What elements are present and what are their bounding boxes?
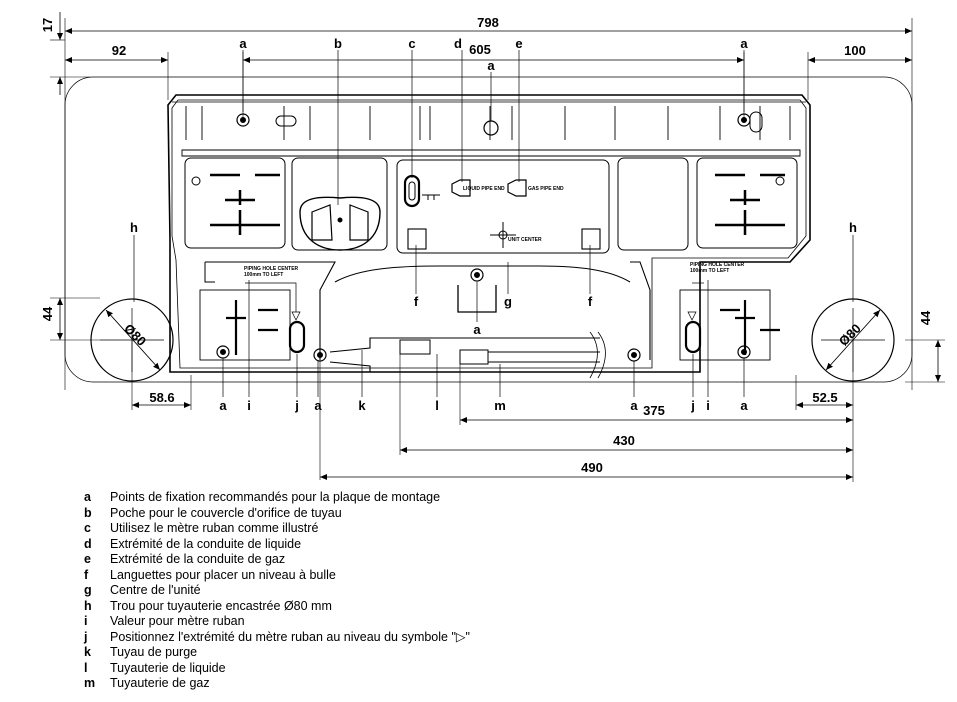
piping-hole-center-left-text: PIPING HOLE CENTER bbox=[244, 266, 299, 272]
hole-diameter-left: Ø80 bbox=[121, 321, 149, 349]
callout-m: m bbox=[494, 398, 506, 413]
callout-a-top-right: a bbox=[740, 36, 748, 51]
legend-item: l Tuyauterie de liquide bbox=[84, 661, 784, 677]
legend-item: k Tuyau de purge bbox=[84, 645, 784, 661]
legend-item: d Extrémité de la conduite de liquide bbox=[84, 537, 784, 553]
legend-key: d bbox=[84, 536, 92, 551]
legend: a Points de fixation recommandés pour la … bbox=[84, 490, 784, 692]
pipes bbox=[329, 331, 606, 379]
mounting-plate-diagram: LIQUID PIPE END GAS PIPE END UNIT CENTER… bbox=[40, 12, 945, 482]
callout-j-left: j bbox=[294, 398, 299, 413]
dim-top-offset: 17 bbox=[40, 18, 55, 32]
legend-text: Points de fixation recommandés pour la p… bbox=[110, 490, 441, 504]
legend-text: Trou pour tuyauterie encastrée Ø80 mm bbox=[110, 598, 332, 613]
callout-b: b bbox=[334, 36, 342, 51]
legend-text: Poche pour le couvercle d'orifice de tuy… bbox=[110, 505, 342, 520]
legend-key: l bbox=[84, 660, 88, 675]
callout-a-bottom-3: a bbox=[630, 398, 638, 413]
callout-h-left: h bbox=[130, 220, 138, 235]
legend-text: Tuyau de purge bbox=[110, 645, 198, 659]
callout-e: e bbox=[515, 36, 522, 51]
dim-hole-vertical-right: 44 bbox=[918, 310, 933, 325]
leader-lines bbox=[133, 50, 854, 397]
dim-center-span: 605 bbox=[469, 42, 491, 57]
callout-a-top-left: a bbox=[239, 36, 247, 51]
callout-i-left: i bbox=[247, 398, 251, 413]
legend-text: Languettes pour placer un niveau à bulle bbox=[110, 567, 336, 582]
legend-key: g bbox=[84, 583, 92, 597]
gas-pipe-end-text: GAS PIPE END bbox=[528, 186, 564, 192]
legend-text: Extrémité de la conduite de liquide bbox=[110, 536, 302, 551]
to-right-text: 100mm TO LEFT bbox=[690, 268, 729, 274]
legend-text: Centre de l'unité bbox=[110, 583, 201, 597]
callout-k: k bbox=[358, 398, 366, 413]
legend-item: m Tuyauterie de gaz bbox=[84, 676, 784, 692]
callout-a-bottom-4: a bbox=[740, 398, 748, 413]
legend-key: j bbox=[84, 629, 88, 644]
unit-center-text: UNIT CENTER bbox=[508, 237, 542, 243]
legend-key: m bbox=[84, 676, 96, 690]
callout-a-bottom-2: a bbox=[314, 398, 322, 413]
dim-left-hole-offset: 58.6 bbox=[149, 390, 174, 405]
dim-right-offset: 100 bbox=[844, 43, 866, 58]
callout-j-right: j bbox=[690, 398, 695, 413]
piping-hole-left bbox=[90, 298, 174, 382]
legend-text: Tuyauterie de liquide bbox=[110, 660, 226, 675]
to-left-text: 100mm TO LEFT bbox=[244, 272, 283, 278]
wall-outline bbox=[64, 76, 913, 383]
dim-430: 430 bbox=[613, 433, 635, 448]
callout-h-right: h bbox=[849, 220, 857, 235]
legend-item: f Languettes pour placer un niveau à bull… bbox=[84, 568, 784, 584]
legend-item: c Utilisez le mètre ruban comme illustré bbox=[84, 521, 784, 537]
legend-text: Tuyauterie de gaz bbox=[110, 676, 210, 690]
dimension-lines bbox=[57, 12, 941, 480]
dim-hole-vertical-left: 44 bbox=[40, 306, 55, 321]
legend-item: a Points de fixation recommandés pour la … bbox=[84, 490, 784, 506]
piping-hole-center-right-text: PIPING HOLE CENTER bbox=[690, 262, 745, 268]
legend-key: i bbox=[84, 614, 88, 628]
legend-item: h Trou pour tuyauterie encastrée Ø80 mm bbox=[84, 599, 784, 615]
legend-item: b Poche pour le couvercle d'orifice de tu… bbox=[84, 506, 784, 522]
mounting-plate bbox=[167, 94, 811, 373]
legend-text: Utilisez le mètre ruban comme illustré bbox=[110, 521, 319, 535]
callout-i-right: i bbox=[706, 398, 710, 413]
dim-375: 375 bbox=[643, 403, 665, 418]
legend-item: j Positionnez l'extrémité du mètre ruban … bbox=[84, 630, 784, 646]
legend-key: e bbox=[84, 552, 91, 566]
callout-a-bottom-1: a bbox=[219, 398, 227, 413]
callout-f-right: f bbox=[588, 294, 593, 309]
callout-d: d bbox=[454, 36, 462, 51]
legend-key: k bbox=[84, 645, 91, 659]
callout-a-center: a bbox=[473, 322, 481, 337]
legend-text: Extrémité de la conduite de gaz bbox=[110, 552, 286, 566]
legend-text: Valeur pour mètre ruban bbox=[110, 614, 245, 628]
dim-right-hole-offset: 52.5 bbox=[812, 390, 837, 405]
dim-left-offset: 92 bbox=[112, 43, 126, 58]
callout-c: c bbox=[408, 36, 415, 51]
callout-l: l bbox=[435, 398, 439, 413]
legend-text: Positionnez l'extrémité du mètre ruban a… bbox=[110, 629, 470, 644]
callout-a-top-center: a bbox=[487, 58, 495, 73]
legend-key: a bbox=[84, 490, 91, 504]
liquid-pipe-end-text: LIQUID PIPE END bbox=[463, 186, 505, 192]
callout-f-left: f bbox=[414, 294, 419, 309]
legend-key: f bbox=[84, 567, 89, 582]
legend-key: h bbox=[84, 598, 92, 613]
dim-490: 490 bbox=[581, 460, 603, 475]
hole-diameter-right: Ø80 bbox=[836, 321, 864, 349]
legend-key: b bbox=[84, 505, 92, 520]
dim-total-width: 798 bbox=[477, 15, 499, 30]
legend-item: e Extrémité de la conduite de gaz bbox=[84, 552, 784, 568]
legend-key: c bbox=[84, 521, 91, 535]
legend-item: g Centre de l'unité bbox=[84, 583, 784, 599]
legend-item: i Valeur pour mètre ruban bbox=[84, 614, 784, 630]
callout-g: g bbox=[504, 294, 512, 309]
